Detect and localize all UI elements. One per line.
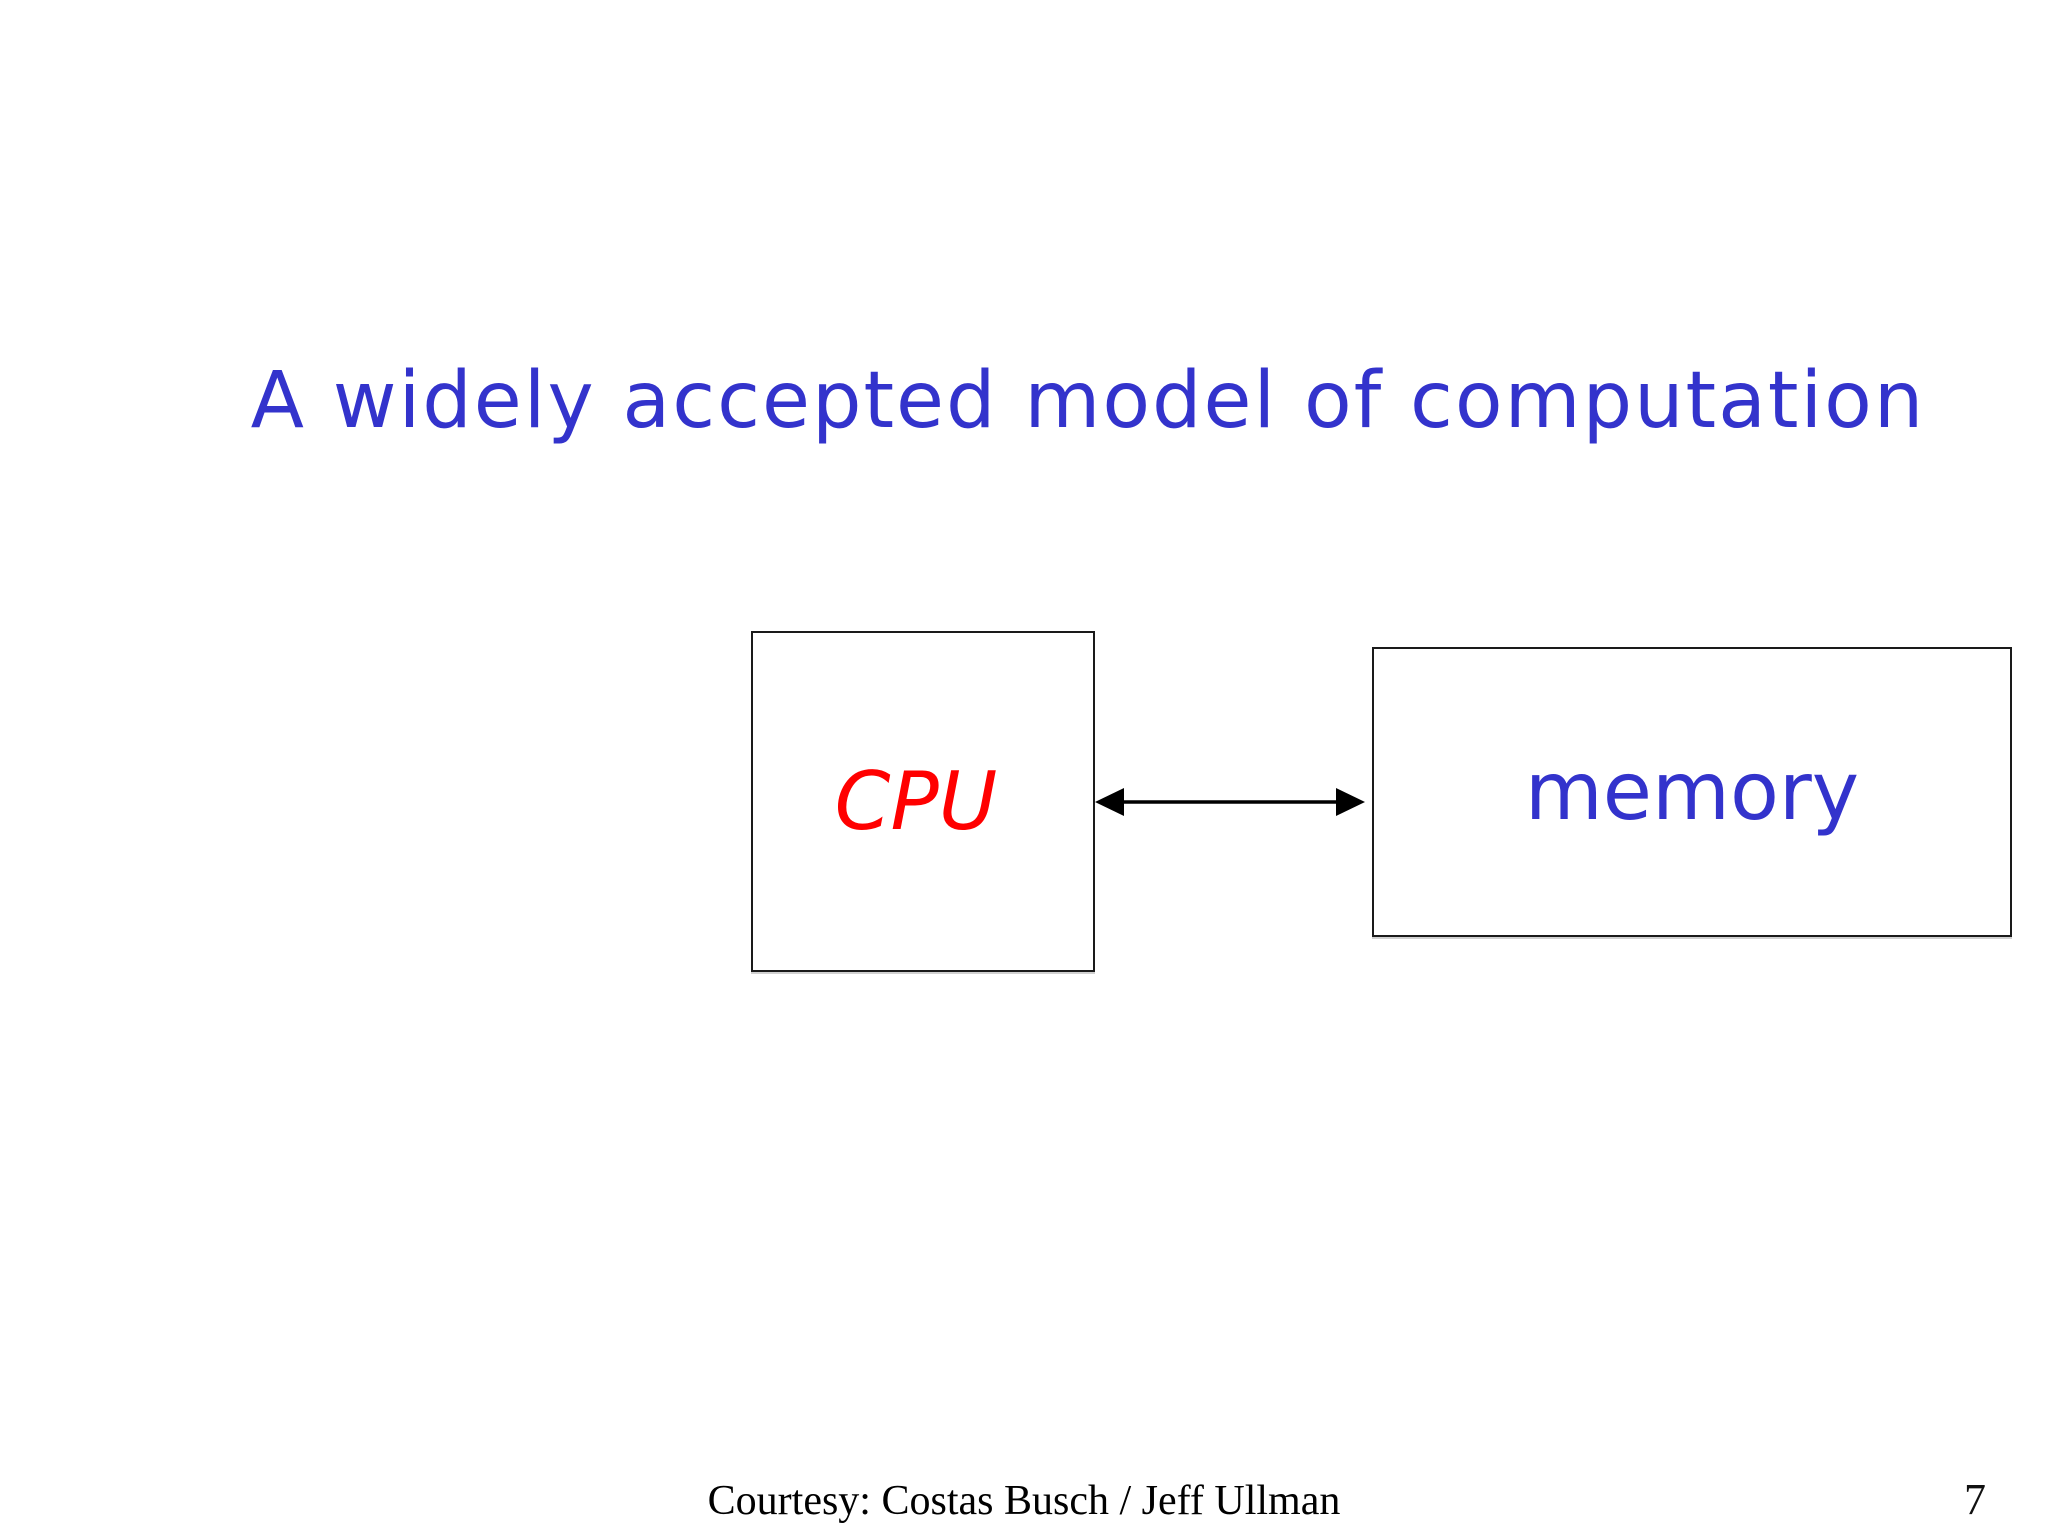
cpu-box: CPU [751, 631, 1095, 972]
memory-label: memory [1524, 745, 1860, 838]
slide-title: A widely accepted model of computation [250, 356, 1926, 446]
cpu-label: CPU [834, 754, 998, 848]
cpu-memory-bidirectional-arrow-icon [1095, 788, 1365, 816]
memory-box: memory [1372, 647, 2012, 937]
arrow-head-right [1336, 788, 1365, 816]
page-number: 7 [1964, 1475, 1986, 1524]
arrow-head-left [1095, 788, 1124, 816]
courtesy-text: Courtesy: Costas Busch / Jeff Ullman [707, 1478, 1341, 1524]
